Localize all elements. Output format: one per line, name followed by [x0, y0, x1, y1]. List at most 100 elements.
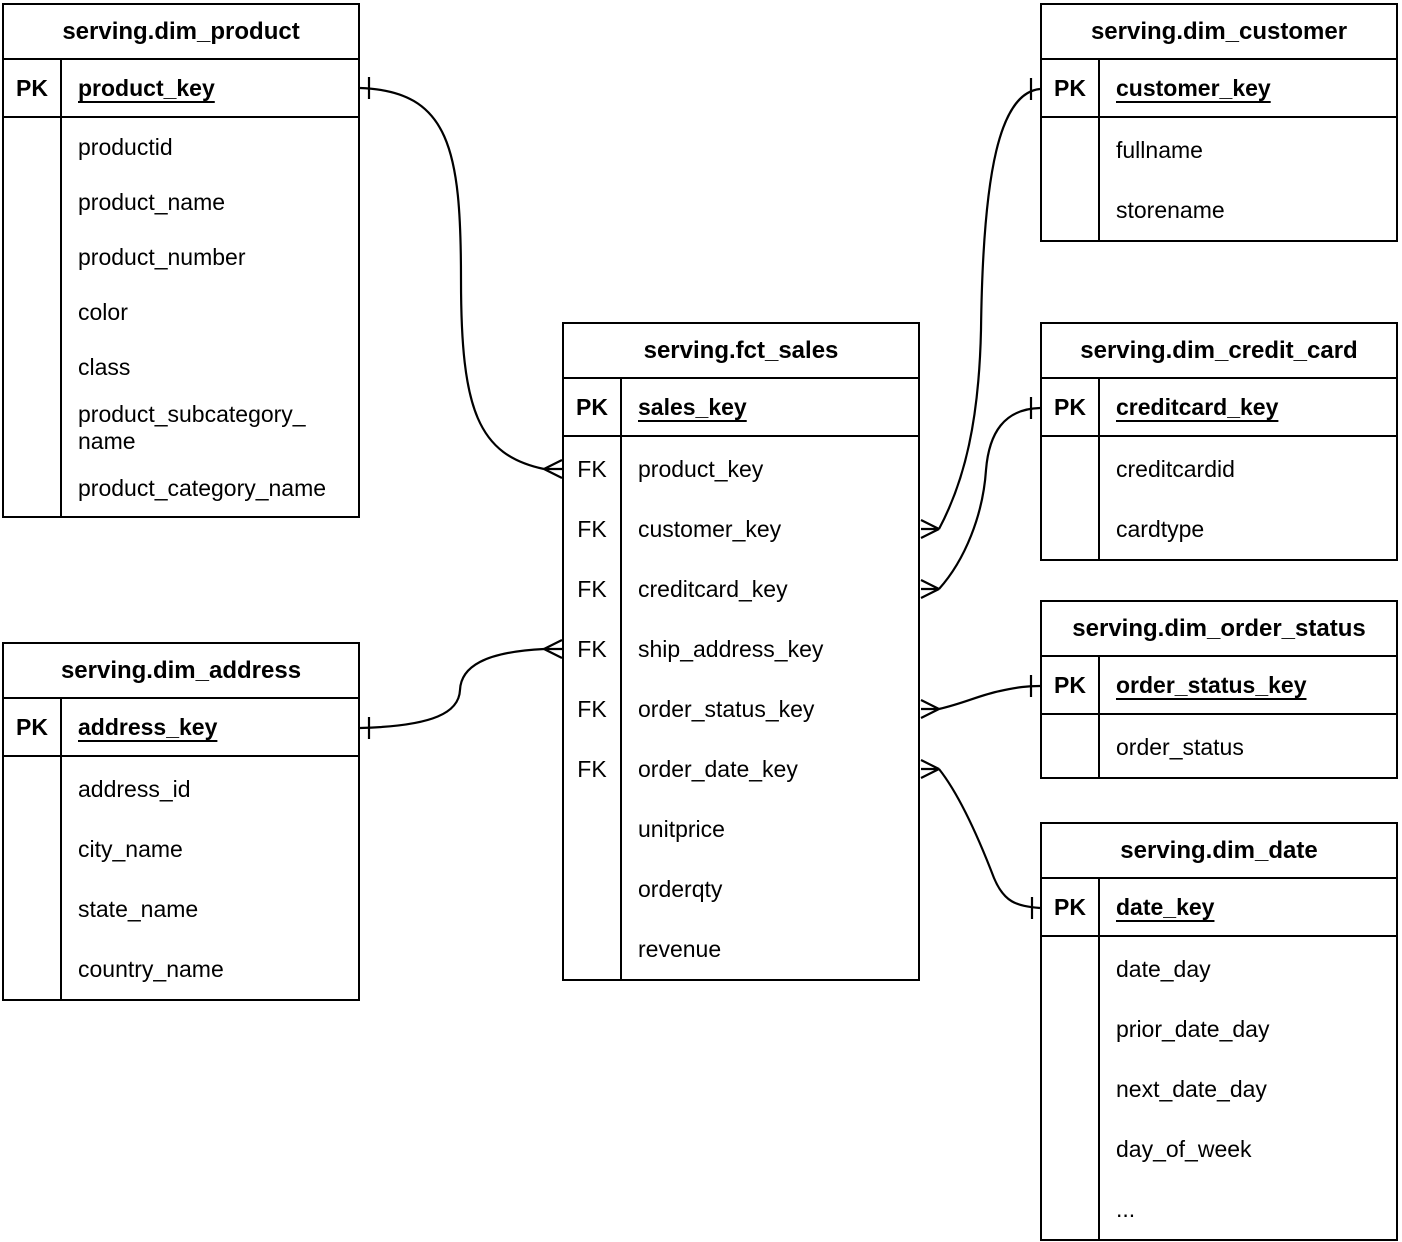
field-name: order_status_key — [638, 695, 815, 722]
field-name: prior_date_day — [1116, 1015, 1270, 1042]
table-title: serving.fct_sales — [564, 324, 918, 379]
table-title: serving.dim_product — [4, 5, 358, 60]
pk-badge: PK — [564, 379, 622, 435]
fk-badge: FK — [577, 635, 607, 662]
key-column — [4, 118, 62, 516]
rel-date-to-sales — [920, 759, 1041, 919]
pk-row: PK product_key — [4, 60, 358, 118]
rel-line — [359, 86, 545, 471]
field-column: date_day prior_date_day next_date_day da… — [1100, 937, 1396, 1239]
field-name: creditcard_key — [638, 575, 788, 602]
field-name: cardtype — [1116, 515, 1205, 542]
field-name: creditcardid — [1116, 455, 1235, 482]
table-serving-dim-customer: serving.dim_customer PK customer_key ful… — [1040, 3, 1398, 242]
key-column — [1042, 118, 1100, 240]
crow-foot-icon — [920, 759, 940, 779]
rel-line — [938, 684, 1041, 711]
rel-line — [938, 768, 1041, 910]
table-serving-fct-sales: serving.fct_sales PK sales_key FK FK FK … — [562, 322, 920, 981]
pk-field-name: creditcard_key — [1116, 393, 1279, 420]
field-name: ship_address_key — [638, 635, 824, 662]
field-column: product_key customer_key creditcard_key … — [622, 437, 918, 979]
field-column: creditcardid cardtype — [1100, 437, 1396, 559]
pk-row: PK sales_key — [564, 379, 918, 437]
field-name: productid — [78, 134, 173, 160]
field-name: city_name — [78, 835, 183, 862]
pk-badge: PK — [1042, 879, 1100, 935]
field-name: product_number — [78, 244, 246, 270]
crow-foot-icon — [543, 639, 563, 659]
field-name: ... — [1116, 1195, 1136, 1222]
rel-customer-to-sales — [920, 78, 1041, 539]
table-serving-dim-credit-card: serving.dim_credit_card PK creditcard_ke… — [1040, 322, 1398, 561]
field-name: color — [78, 299, 128, 325]
rel-creditcard-to-sales — [920, 397, 1041, 599]
pk-badge: PK — [4, 60, 62, 116]
pk-field-name: order_status_key — [1116, 671, 1307, 698]
key-column — [4, 757, 62, 999]
field-column: productid product_name product_number co… — [62, 118, 358, 516]
field-name: class — [78, 354, 131, 380]
fk-badge: FK — [577, 515, 607, 542]
field-name: product_name — [78, 189, 226, 215]
pk-row: PK customer_key — [1042, 60, 1396, 118]
pk-row: PK creditcard_key — [1042, 379, 1396, 437]
rel-product-to-sales — [359, 77, 563, 479]
field-name: day_of_week — [1116, 1135, 1252, 1162]
fk-badge: FK — [577, 575, 607, 602]
fk-badge: FK — [577, 695, 607, 722]
field-name: product_category_name — [78, 475, 327, 501]
table-title: serving.dim_address — [4, 644, 358, 699]
rel-line — [938, 87, 1041, 530]
crow-foot-icon — [920, 519, 940, 539]
pk-row: PK address_key — [4, 699, 358, 757]
pk-badge: PK — [1042, 657, 1100, 713]
pk-field-name: sales_key — [638, 393, 747, 420]
field-name: order_status — [1116, 733, 1244, 760]
pk-row: PK order_status_key — [1042, 657, 1396, 715]
pk-field-name: product_key — [78, 74, 215, 101]
field-name: state_name — [78, 895, 199, 922]
crow-foot-icon — [920, 699, 940, 719]
rel-line — [359, 647, 545, 730]
rel-address-to-sales — [359, 639, 563, 739]
field-name: order_date_key — [638, 755, 798, 782]
fk-badge — [564, 919, 620, 979]
field-name: country_name — [78, 955, 224, 982]
field-name: date_day — [1116, 955, 1211, 982]
pk-field-name: customer_key — [1116, 74, 1271, 101]
table-serving-dim-date: serving.dim_date PK date_key date_day pr… — [1040, 822, 1398, 1241]
crow-foot-icon — [543, 459, 563, 479]
rel-line — [938, 406, 1041, 590]
pk-row: PK date_key — [1042, 879, 1396, 937]
field-column: order_status — [1100, 715, 1396, 777]
pk-badge: PK — [1042, 379, 1100, 435]
field-name: fullname — [1116, 136, 1203, 163]
fk-badge — [564, 799, 620, 859]
table-title: serving.dim_order_status — [1042, 602, 1396, 657]
pk-badge: PK — [1042, 60, 1100, 116]
field-name: storename — [1116, 196, 1225, 223]
crow-foot-icon — [920, 579, 940, 599]
table-title: serving.dim_credit_card — [1042, 324, 1396, 379]
table-title: serving.dim_date — [1042, 824, 1396, 879]
rel-orderstatus-to-sales — [920, 675, 1041, 719]
table-serving-dim-order-status: serving.dim_order_status PK order_status… — [1040, 600, 1398, 779]
field-name: product_key — [638, 455, 764, 482]
field-name: next_date_day — [1116, 1075, 1267, 1102]
field-name: address_id — [78, 775, 191, 802]
key-column — [1042, 437, 1100, 559]
field-name: revenue — [638, 935, 722, 962]
field-column: fullname storename — [1100, 118, 1396, 240]
fk-badge: FK — [577, 455, 607, 482]
pk-field-name: address_key — [78, 713, 218, 740]
fk-badge: FK — [577, 755, 607, 782]
table-serving-dim-address: serving.dim_address PK address_key addre… — [2, 642, 360, 1001]
field-name: product_subcategory_name — [78, 401, 306, 454]
fk-badge — [564, 859, 620, 919]
pk-field-name: date_key — [1116, 893, 1215, 920]
field-name: customer_key — [638, 515, 782, 542]
field-name: unitprice — [638, 815, 725, 842]
field-name: orderqty — [638, 875, 723, 902]
